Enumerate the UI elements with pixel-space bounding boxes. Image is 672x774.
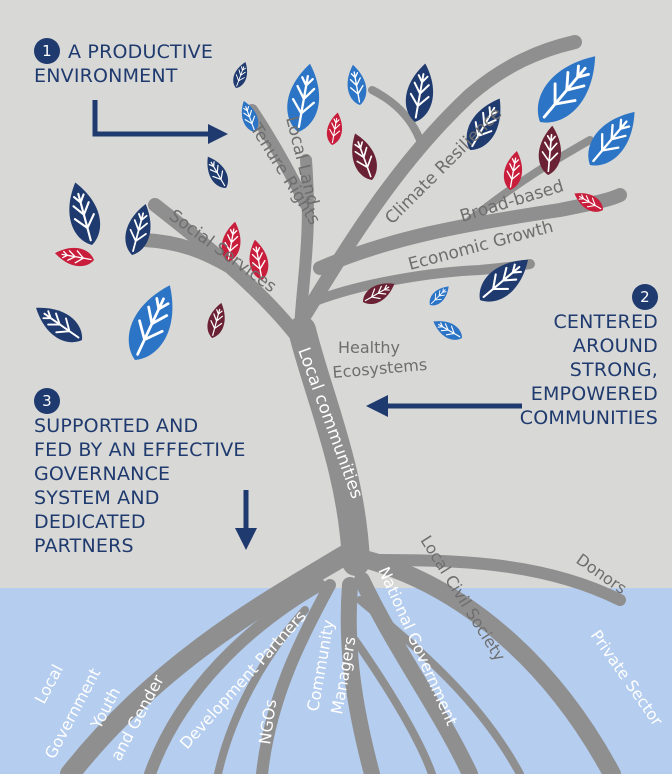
branch-social-services (138, 198, 307, 347)
root-1 (60, 545, 355, 774)
root-5 (354, 572, 478, 774)
callout-1: 1 A PRODUCTIVE ENVIRONMENT (34, 38, 213, 88)
callout-3: 3 SUPPORTED AND FED BY AN EFFECTIVE GOVE… (34, 388, 246, 558)
callout-3-line3: GOVERNANCE (34, 463, 171, 485)
root-8 (356, 596, 524, 774)
callout-2-line1: CENTERED (553, 311, 658, 333)
root-2 (144, 579, 326, 774)
root-7 (359, 554, 626, 606)
arrow-1 (92, 100, 212, 137)
callout-1-line1: A PRODUCTIVE (68, 41, 214, 63)
root-3 (256, 579, 336, 774)
arrow-1-head (208, 124, 228, 144)
callout-2-line5: COMMUNITIES (519, 407, 658, 429)
arrow-3-head (235, 528, 257, 550)
callout-3-line6: PARTNERS (34, 535, 134, 557)
callout-1-badge: 1 (34, 38, 60, 64)
callout-2-line4: EMPOWERED (530, 383, 658, 405)
callout-3-line4: SYSTEM AND (34, 487, 160, 509)
callout-2: 2 CENTERED AROUND STRONG, EMPOWERED COMM… (520, 284, 658, 430)
root-4 (340, 577, 380, 774)
callout-3-line5: DEDICATED (34, 511, 146, 533)
callout-3-badge: 3 (34, 388, 60, 414)
arrow-2-head (366, 395, 388, 417)
label-healthy: Healthy (338, 338, 400, 357)
root-6 (359, 551, 621, 774)
trunk (288, 316, 370, 576)
callout-3-line1: SUPPORTED AND (34, 415, 199, 437)
callout-1-line2: ENVIRONMENT (34, 65, 178, 87)
callout-3-line2: FED BY AN EFFECTIVE (34, 439, 246, 461)
root-9 (214, 606, 309, 774)
branch-climate-sub (368, 86, 424, 144)
root-10 (351, 636, 436, 774)
callout-2-line2: AROUND (572, 335, 658, 357)
callout-2-line3: STRONG, (569, 359, 658, 381)
callout-arrows (92, 100, 522, 550)
callout-2-badge: 2 (632, 284, 658, 310)
branch-broad (466, 136, 594, 224)
